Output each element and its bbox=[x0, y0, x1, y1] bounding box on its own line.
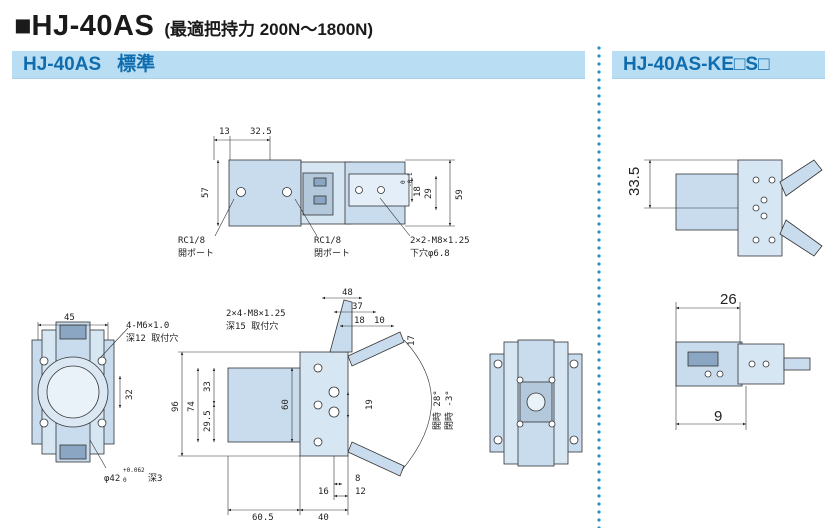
dim-29: 29 bbox=[424, 188, 434, 199]
dim-9: 9 bbox=[714, 408, 722, 425]
section-option-label: HJ-40AS-KE□S□ bbox=[623, 54, 770, 75]
dim-18-tol: 18 bbox=[413, 186, 423, 197]
page-title: ■ HJ-40AS (最適把持力 200N～1800N) bbox=[14, 10, 373, 42]
ke-option-side-dims bbox=[675, 302, 747, 430]
dim-18-tol-lower: -0.1 bbox=[407, 172, 414, 187]
angle-close: 閉時 -3° bbox=[444, 390, 455, 430]
section-divider bbox=[597, 44, 601, 528]
dim-59: 59 bbox=[455, 189, 465, 200]
port-label-open: 開ポート bbox=[178, 248, 214, 259]
dim-40: 40 bbox=[318, 513, 329, 523]
dim-10: 10 bbox=[374, 316, 385, 326]
dim-19: 19 bbox=[365, 399, 375, 410]
section-header-standard: HJ-40AS 標準 bbox=[12, 51, 585, 79]
model-name: HJ-40AS bbox=[31, 10, 155, 42]
bore-phi42-depth: 深3 bbox=[148, 473, 162, 484]
dim-48: 48 bbox=[342, 288, 353, 298]
dim-45: 45 bbox=[64, 313, 75, 323]
end-view-right bbox=[489, 339, 583, 467]
ke-option-top-dims bbox=[644, 159, 738, 209]
side-view-dims bbox=[178, 296, 432, 515]
title-mark: ■ bbox=[14, 10, 32, 42]
dim-26: 26 bbox=[720, 291, 737, 308]
section-standard-label: 標準 bbox=[117, 54, 156, 75]
dim-17: 17 bbox=[407, 335, 417, 346]
dim-33: 33 bbox=[203, 381, 213, 392]
port-label-open-size: RC1/8 bbox=[178, 236, 205, 246]
thread-m8-top-pilot: 下穴φ6.8 bbox=[410, 247, 450, 259]
dim-32: 32 bbox=[125, 389, 135, 400]
dim-96: 96 bbox=[171, 401, 181, 412]
dim-8: 8 bbox=[355, 474, 360, 484]
dim-29-5: 29.5 bbox=[203, 410, 213, 432]
top-view-drawing bbox=[228, 159, 410, 227]
dim-12: 12 bbox=[355, 487, 366, 497]
ke-option-top-view bbox=[675, 159, 823, 257]
port-label-close: 閉ポート bbox=[314, 248, 350, 259]
top-view-dimension-lines bbox=[213, 136, 455, 237]
thread-m6: 4-M6×1.0 bbox=[126, 321, 169, 331]
angle-open: 開時 28° bbox=[432, 390, 443, 430]
dim-60-5: 60.5 bbox=[252, 513, 274, 523]
end-view-left bbox=[31, 321, 115, 463]
end-view-left-dims bbox=[37, 322, 129, 469]
dim-33-5: 33.5 bbox=[626, 167, 643, 196]
dim-13: 13 bbox=[219, 127, 230, 137]
section-header-ke-option: HJ-40AS-KE□S□ bbox=[612, 51, 825, 79]
dim-74: 74 bbox=[187, 401, 197, 412]
ke-option-side-view bbox=[675, 341, 811, 387]
thread-m8-side-depth: 深15 取付穴 bbox=[226, 320, 278, 332]
dim-60: 60 bbox=[281, 399, 291, 410]
dim-57: 57 bbox=[201, 187, 211, 198]
port-label-close-size: RC1/8 bbox=[314, 236, 341, 246]
dim-18: 18 bbox=[354, 316, 365, 326]
bore-phi42-tol-upper: +0.062 bbox=[123, 467, 145, 474]
dim-16: 16 bbox=[318, 487, 329, 497]
bore-phi42: φ42 bbox=[104, 474, 120, 484]
thread-m8-side: 2×4-M8×1.25 bbox=[226, 309, 286, 319]
bore-phi42-tol-lower: 0 bbox=[123, 477, 127, 484]
dim-37: 37 bbox=[352, 302, 363, 312]
dim-32-5: 32.5 bbox=[250, 127, 272, 137]
thread-m6-depth: 深12 取付穴 bbox=[126, 332, 178, 344]
grip-force-range: (最適把持力 200N～1800N) bbox=[164, 20, 374, 39]
dim-18-tol-upper: 0 bbox=[400, 180, 407, 184]
section-model-label: HJ-40AS bbox=[23, 54, 102, 75]
thread-m8-top: 2×2-M8×1.25 bbox=[410, 236, 470, 246]
